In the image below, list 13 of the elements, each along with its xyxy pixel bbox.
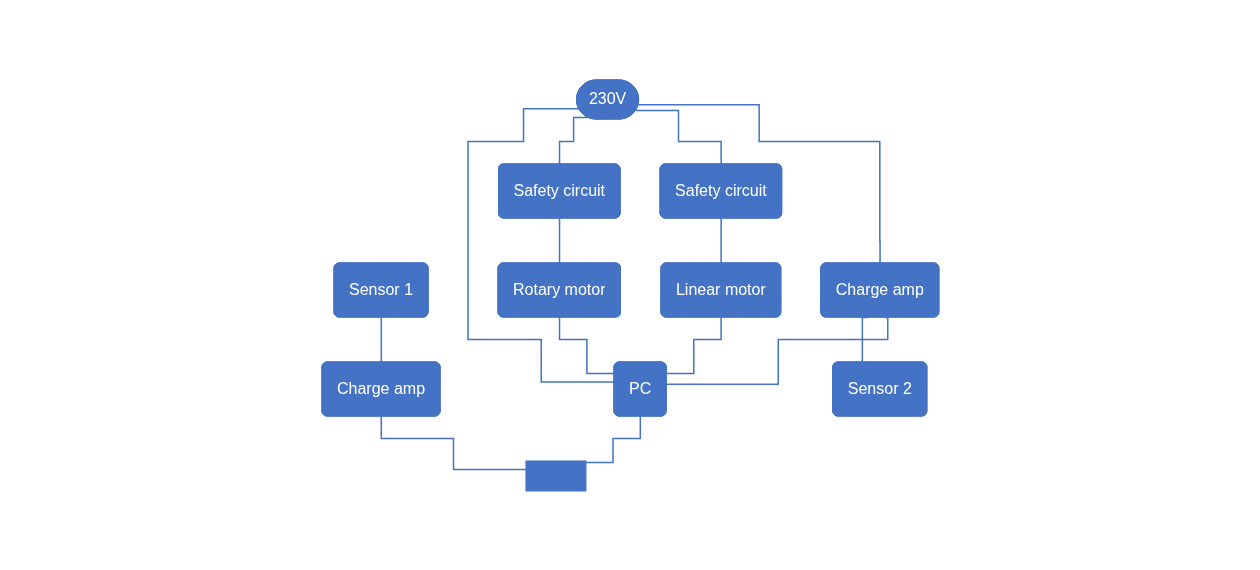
connector [637, 103, 881, 264]
connector [466, 107, 615, 383]
node-box [525, 460, 587, 491]
connector [558, 116, 589, 165]
connector [634, 109, 722, 165]
connector [558, 217, 561, 264]
connector [380, 316, 382, 363]
connector [719, 217, 722, 264]
connector [665, 316, 889, 385]
connector [665, 316, 722, 374]
connector [380, 415, 527, 470]
connector [558, 316, 615, 374]
connector [584, 415, 641, 463]
